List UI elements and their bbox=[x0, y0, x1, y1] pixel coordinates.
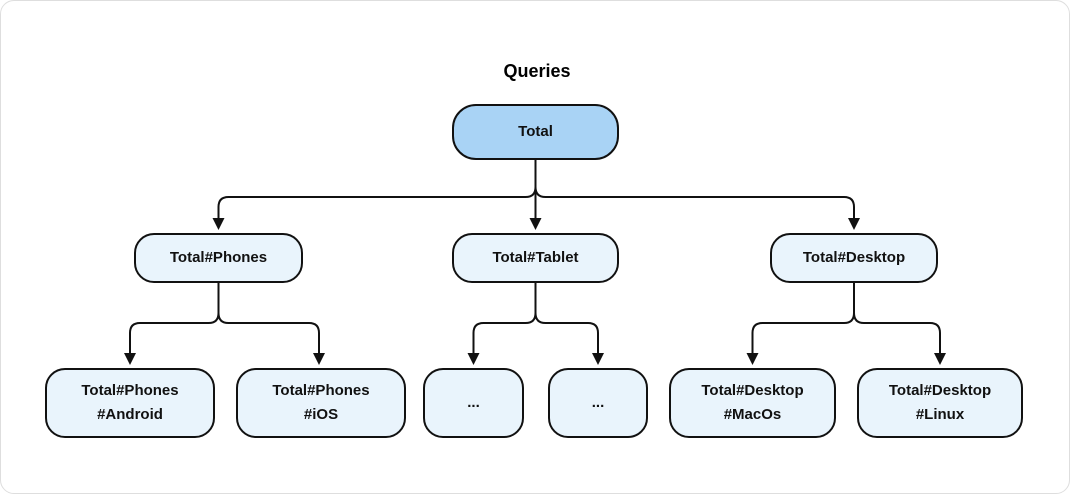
node-total-desktop-macos: Total#Desktop #MacOs bbox=[669, 368, 836, 438]
node-total-desktop-linux-line2: #Linux bbox=[915, 406, 965, 423]
node-total-desktop-macos-line2: #MacOs bbox=[723, 406, 782, 423]
node-total-label: Total bbox=[518, 123, 553, 140]
diagram-title: Queries bbox=[503, 61, 571, 81]
node-tablet-ellipsis-2-label: ... bbox=[591, 394, 605, 411]
node-total-phones: Total#Phones bbox=[134, 233, 303, 283]
node-total-tablet: Total#Tablet bbox=[452, 233, 619, 283]
edge-tablet-more2 bbox=[534, 283, 604, 365]
node-total-tablet-label: Total#Tablet bbox=[492, 249, 579, 266]
node-total-desktop-linux-line1: Total#Desktop bbox=[888, 382, 992, 399]
edge-total-phones bbox=[212, 160, 537, 230]
edge-desktop-linux bbox=[853, 283, 946, 365]
node-tablet-ellipsis-2: ... bbox=[548, 368, 648, 438]
node-total-desktop-macos-line1: Total#Desktop bbox=[701, 382, 804, 399]
node-total: Total bbox=[452, 104, 619, 160]
node-total-phones-ios: Total#Phones #iOS bbox=[236, 368, 406, 438]
node-total-phones-label: Total#Phones bbox=[169, 249, 268, 266]
node-tablet-ellipsis-1-label: ... bbox=[467, 394, 480, 411]
node-total-desktop-linux: Total#Desktop #Linux bbox=[857, 368, 1023, 438]
node-tablet-ellipsis-1: ... bbox=[423, 368, 524, 438]
node-total-desktop: Total#Desktop bbox=[770, 233, 938, 283]
node-total-phones-ios-line1: Total#Phones bbox=[272, 382, 370, 399]
node-total-phones-android-line1: Total#Phones bbox=[81, 382, 179, 399]
node-total-phones-android-line2: #Android bbox=[97, 406, 163, 423]
node-total-desktop-label: Total#Desktop bbox=[802, 249, 906, 266]
edge-tablet-more1 bbox=[467, 283, 537, 365]
edge-phones-android bbox=[124, 283, 220, 365]
edge-desktop-macos bbox=[746, 283, 855, 365]
node-total-phones-ios-line2: #iOS bbox=[303, 406, 339, 423]
edge-phones-ios bbox=[217, 283, 325, 365]
edge-total-desktop bbox=[534, 160, 860, 230]
node-total-phones-android: Total#Phones #Android bbox=[45, 368, 215, 438]
